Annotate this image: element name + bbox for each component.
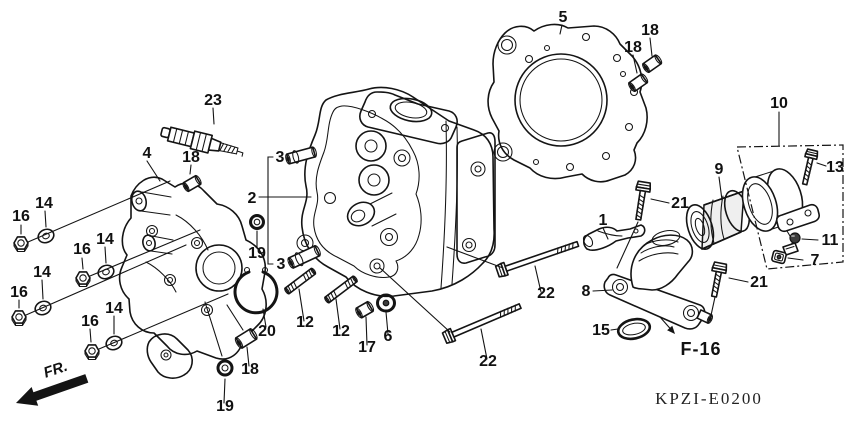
- callout-18-top-left: 18: [182, 149, 200, 166]
- snap-ring-20: [233, 266, 279, 315]
- callout-16-b: 16: [73, 241, 91, 258]
- stud-bolt-12-b: [324, 275, 358, 304]
- nut-16-b: [75, 271, 91, 288]
- callout-16-d: 16: [81, 313, 99, 330]
- callout-2: 2: [248, 190, 257, 207]
- intake-manifold-drawing: [603, 230, 714, 330]
- callout-21-upper: 21: [671, 195, 689, 212]
- head-bolt-22-upper: [494, 240, 580, 278]
- f16-arrowhead: [667, 325, 675, 334]
- seal-19-bottom: [216, 359, 234, 377]
- callout-16-a: 16: [12, 208, 30, 225]
- cap-nut-11: [789, 232, 801, 244]
- cross-reference-f16: F-16: [659, 316, 721, 359]
- washer-14-a: [37, 228, 55, 244]
- callout-3-bottom: 3: [277, 256, 286, 273]
- carburetor-clamp-band-drawing: [741, 168, 820, 256]
- seal-grommet-6: [376, 293, 396, 313]
- head-gasket-drawing: [487, 23, 648, 183]
- callout-19-mid: 19: [248, 245, 266, 262]
- callout-22-upper: 22: [537, 285, 555, 302]
- callout-18-bottom: 18: [241, 361, 259, 378]
- flange-bolt-21-upper: [635, 180, 652, 221]
- stud-bolt-12-a: [284, 267, 317, 295]
- f16-label: F-16: [680, 339, 721, 359]
- figure-code: KPZI-E0200: [655, 389, 763, 408]
- callout-14-c: 14: [33, 264, 51, 281]
- callout-22-lower: 22: [479, 353, 497, 370]
- o-ring-15: [616, 317, 652, 341]
- callout-3-top: 3: [276, 149, 285, 166]
- callout-16-c: 16: [10, 284, 28, 301]
- nut-16-a: [13, 236, 29, 253]
- front-direction-arrow: FR.: [16, 358, 89, 406]
- callout-17: 17: [358, 339, 376, 356]
- callout-14-a: 14: [35, 195, 53, 212]
- callout-13: 13: [826, 159, 844, 176]
- fr-arrow-shape: [16, 374, 89, 406]
- callout-18-gasket-right: 18: [641, 22, 659, 39]
- callout-14-b: 14: [96, 231, 114, 248]
- callout-8: 8: [582, 283, 591, 300]
- dowel-pin-18-gasket-left: [628, 73, 649, 93]
- callout-15: 15: [592, 322, 610, 339]
- flange-bolt-21-lower: [710, 261, 728, 298]
- collar-17: [355, 300, 375, 319]
- callout-7: 7: [811, 252, 820, 269]
- callout-20: 20: [258, 323, 276, 340]
- cylinder-head-drawing: [296, 86, 496, 298]
- nut-16-d: [84, 344, 100, 361]
- callout-10: 10: [770, 95, 788, 112]
- fr-label: FR.: [41, 358, 69, 382]
- callout-9: 9: [715, 161, 724, 178]
- square-nut-7: [771, 249, 787, 265]
- clamp-bolt-13: [801, 148, 819, 186]
- callout-19-bottom: 19: [216, 398, 234, 415]
- dowel-pin-18-top-left: [182, 174, 202, 193]
- nut-16-c: [11, 310, 27, 327]
- callout-labels: 23 4 18 3 2 19 3 5 18 18 10 13 9 21 1 11…: [10, 9, 844, 415]
- callout-21-lower: 21: [750, 274, 768, 291]
- callout-14-d: 14: [105, 300, 123, 317]
- seal-19-mid: [249, 214, 265, 230]
- callout-6: 6: [384, 328, 393, 345]
- callout-12-b: 12: [332, 323, 350, 340]
- callout-23: 23: [204, 92, 222, 109]
- dowel-pin-18-gasket-right: [642, 54, 663, 74]
- spark-plug-drawing: [160, 126, 244, 157]
- callout-18-gasket-left: 18: [624, 39, 642, 56]
- callout-11: 11: [822, 232, 839, 249]
- assembly-10-boundary: [736, 144, 844, 270]
- valve-guide-3-bottom: [287, 244, 321, 269]
- callout-12-a: 12: [296, 314, 314, 331]
- insulator-joint-drawing: [685, 189, 751, 250]
- leader-lines: [18, 24, 827, 404]
- callout-5: 5: [559, 9, 568, 26]
- callout-4: 4: [143, 145, 152, 162]
- dowel-pin-18-bottom: [234, 328, 258, 349]
- washer-14-b: [97, 264, 115, 280]
- callout-1: 1: [599, 212, 608, 229]
- valve-guide-3-top: [285, 146, 317, 165]
- head-side-cover-drawing: [118, 176, 267, 379]
